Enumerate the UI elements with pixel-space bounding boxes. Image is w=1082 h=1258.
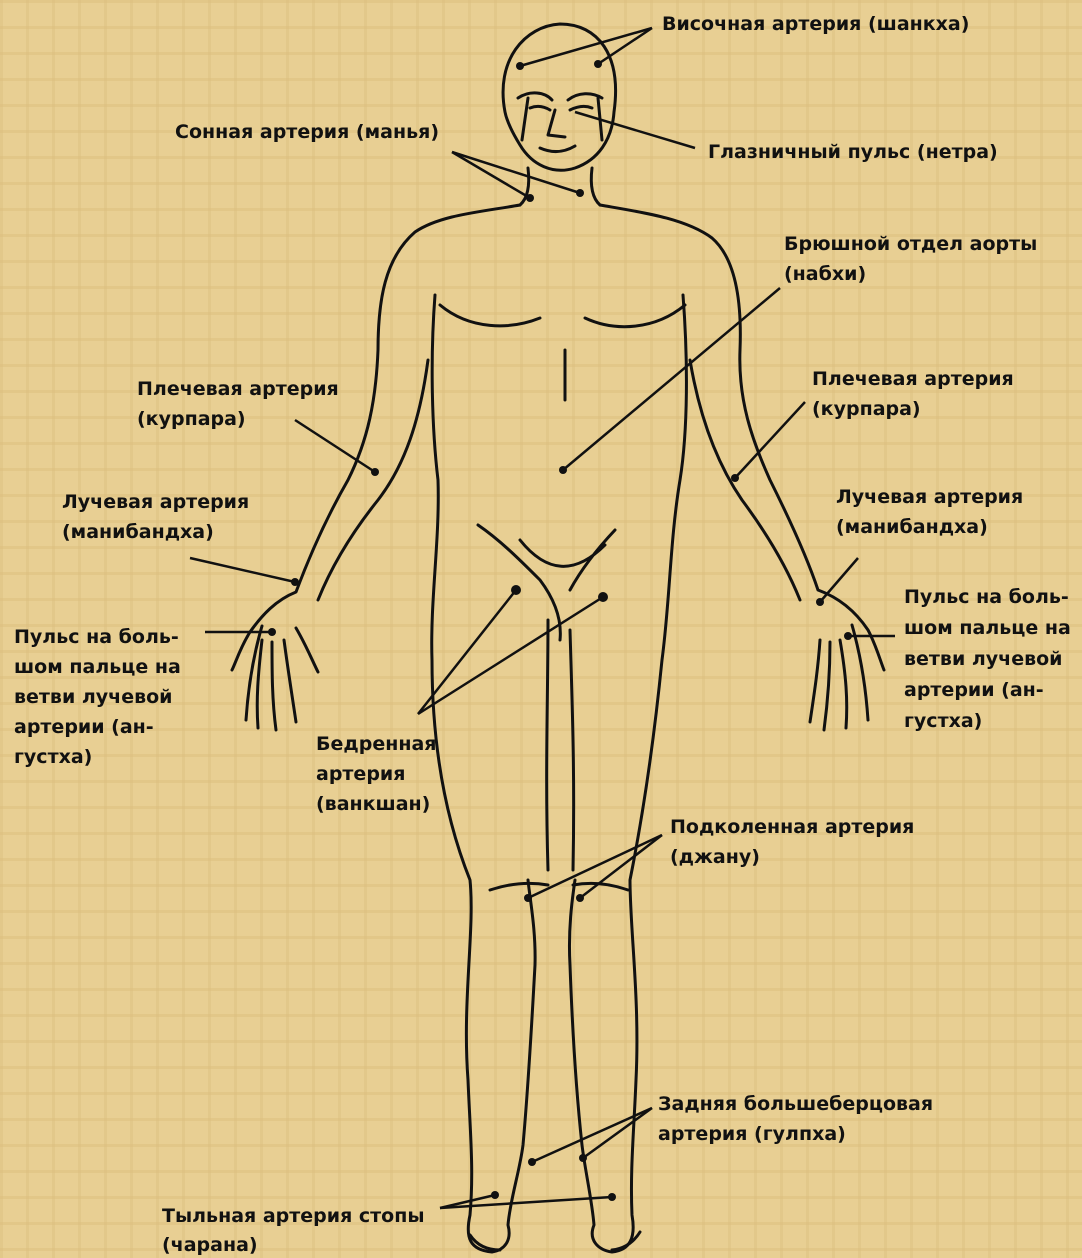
pulse-point-temporal-left (516, 62, 524, 70)
pulse-point-brachial-right (731, 474, 739, 482)
pulse-point-temporal-right (594, 60, 602, 68)
pulse-point-popliteal-left (524, 894, 532, 902)
pulse-point-dorsalis-left (491, 1191, 499, 1199)
pulse-point-femoral-right (598, 592, 608, 602)
pulse-point-aorta (559, 466, 567, 474)
pulse-point-thumb-left (268, 628, 276, 636)
pulse-point-carotid-right (576, 189, 584, 197)
pulse-point-popliteal-right (576, 894, 584, 902)
pulse-point-tibial-right (579, 1154, 587, 1162)
pulse-point-radial-left (291, 578, 299, 586)
pulse-point-tibial-left (528, 1158, 536, 1166)
pulse-point-dorsalis-right (608, 1193, 616, 1201)
pulse-point-thumb-right (844, 632, 852, 640)
pulse-point-femoral-left (511, 585, 521, 595)
pulse-point-carotid-left (526, 194, 534, 202)
pulse-point-brachial-left (371, 468, 379, 476)
label-carotid: Сонная артерия (манья) (175, 121, 439, 143)
pulse-point-radial-right (816, 598, 824, 606)
label-orbital: Глазничный пульс (нетра) (708, 141, 998, 163)
label-temporal: Височная артерия (шанкха) (662, 13, 969, 35)
